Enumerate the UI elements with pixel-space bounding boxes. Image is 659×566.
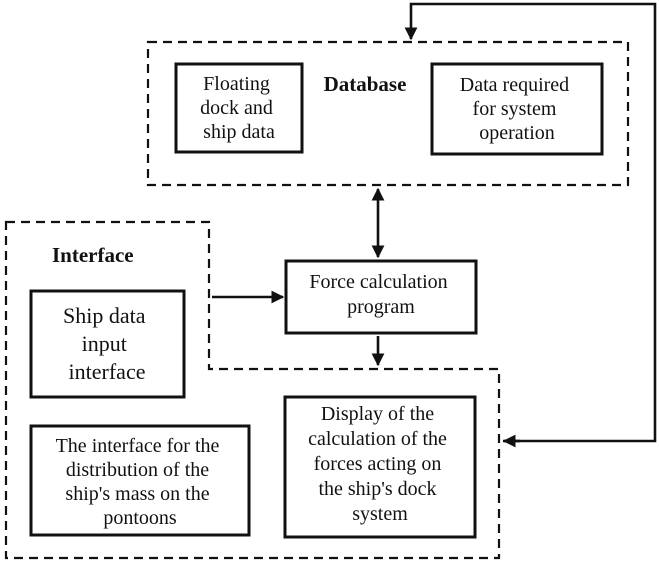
feedback-loop-arrow bbox=[404, 2, 657, 443]
force-calculation-program-label: Force calculation program bbox=[309, 271, 452, 318]
force-calculation-program-box bbox=[284, 259, 478, 335]
interface-title: Interface bbox=[52, 243, 134, 267]
mass-distribution-interface-box bbox=[29, 424, 251, 537]
display-forces-box bbox=[283, 395, 477, 539]
interface-group bbox=[4, 220, 501, 560]
database-group bbox=[146, 40, 630, 187]
mass-distribution-interface-label: The interface for the distribution of th… bbox=[56, 435, 225, 529]
floating-dock-data-box bbox=[174, 62, 304, 154]
ship-data-input-label: Ship data input interface bbox=[63, 303, 151, 384]
ship-data-input-box bbox=[29, 289, 186, 399]
system-operation-data-box bbox=[430, 62, 604, 156]
database-title: Database bbox=[324, 72, 407, 96]
floating-dock-data-label: Floating dock and ship data bbox=[200, 73, 278, 143]
display-forces-label: Display of the calculation of the forces… bbox=[308, 403, 452, 525]
system-operation-data-label: Data required for system operation bbox=[460, 74, 574, 144]
